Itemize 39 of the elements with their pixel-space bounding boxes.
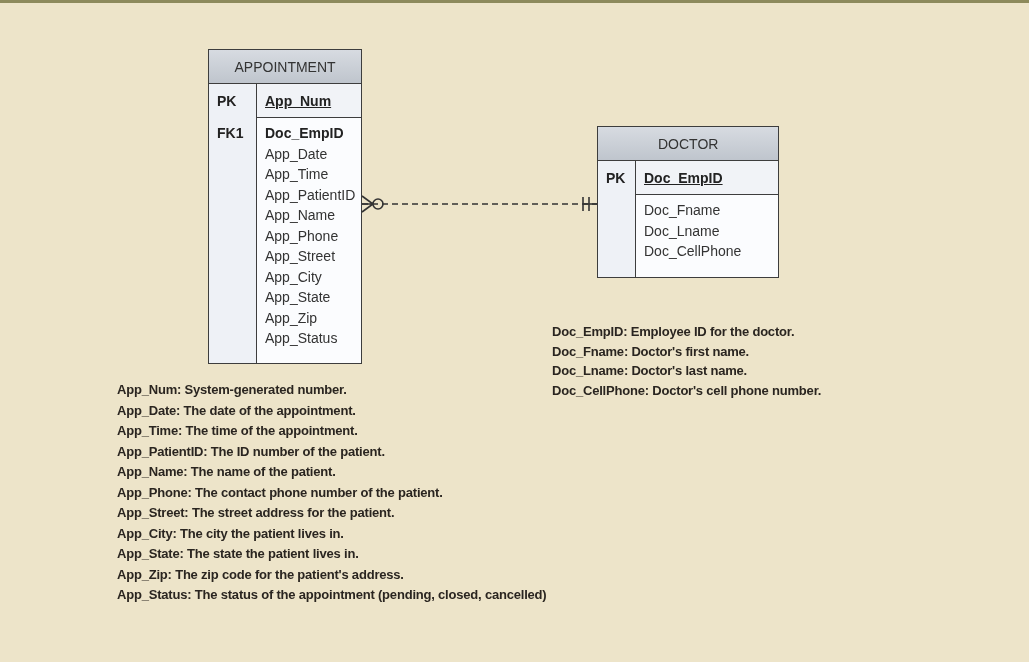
primary-key-attribute: Doc_EmpID [644,169,723,187]
attribute-name: App_Zip [265,309,318,327]
entity-name: DOCTOR [658,135,719,152]
key-label: PK [606,169,626,187]
key-label: PK [217,92,237,110]
attribute-name: App_City [265,268,322,286]
field-description: App_Time: The time of the appointment. [117,422,358,440]
attribute-name: App_State [265,289,331,306]
attribute-name: App_Time [265,166,329,183]
relationship-line [361,195,598,213]
field-description: App_Num: System-generated number. [117,381,347,399]
attribute-name: App_Status [265,330,338,347]
attribute-name: App_Name [265,207,336,224]
primary-key-attribute: App_Num [265,92,332,110]
field-description: Doc_EmpID: Employee ID for the doctor. [552,323,795,341]
field-description: App_City: The city the patient lives in. [117,524,344,542]
attribute-name: App_PatientID [265,186,356,204]
field-description: App_Zip: The zip code for the patient's address. [117,565,404,583]
field-description: App_Name: The name of the patient. [117,463,336,481]
field-description: Doc_Fname: Doctor's first name. [552,342,749,360]
foreign-key-attribute: Doc_EmpID [265,125,344,142]
attribute-name: Doc_Fname [644,202,721,219]
field-description: App_Phone: The contact phone number of the patient. [117,483,443,501]
attribute-name: App_Date [265,145,328,163]
field-description: App_Date: The date of the appointment. [117,401,356,419]
attribute-name: Doc_Lname [644,222,720,240]
entity-name: APPOINTMENT [234,58,336,75]
entity-table [597,126,779,278]
field-description: App_PatientID: The ID number of the patient. [117,442,385,460]
field-description: Doc_Lname: Doctor's last name. [552,362,748,380]
attribute-name: App_Phone [265,227,339,245]
field-description: App_Status: The status of the appointment (pending, closed, cancelled) [117,586,547,604]
field-description: App_Street: The street address for the patient. [117,504,395,522]
attribute-name: App_Street [265,248,336,265]
key-label: FK1 [217,125,244,142]
entity-table [208,49,362,364]
field-description: Doc_CellPhone: Doctor's cell phone number. [552,381,822,399]
attribute-name: Doc_CellPhone [644,243,742,260]
field-description: App_State: The state the patient lives in. [117,545,359,563]
